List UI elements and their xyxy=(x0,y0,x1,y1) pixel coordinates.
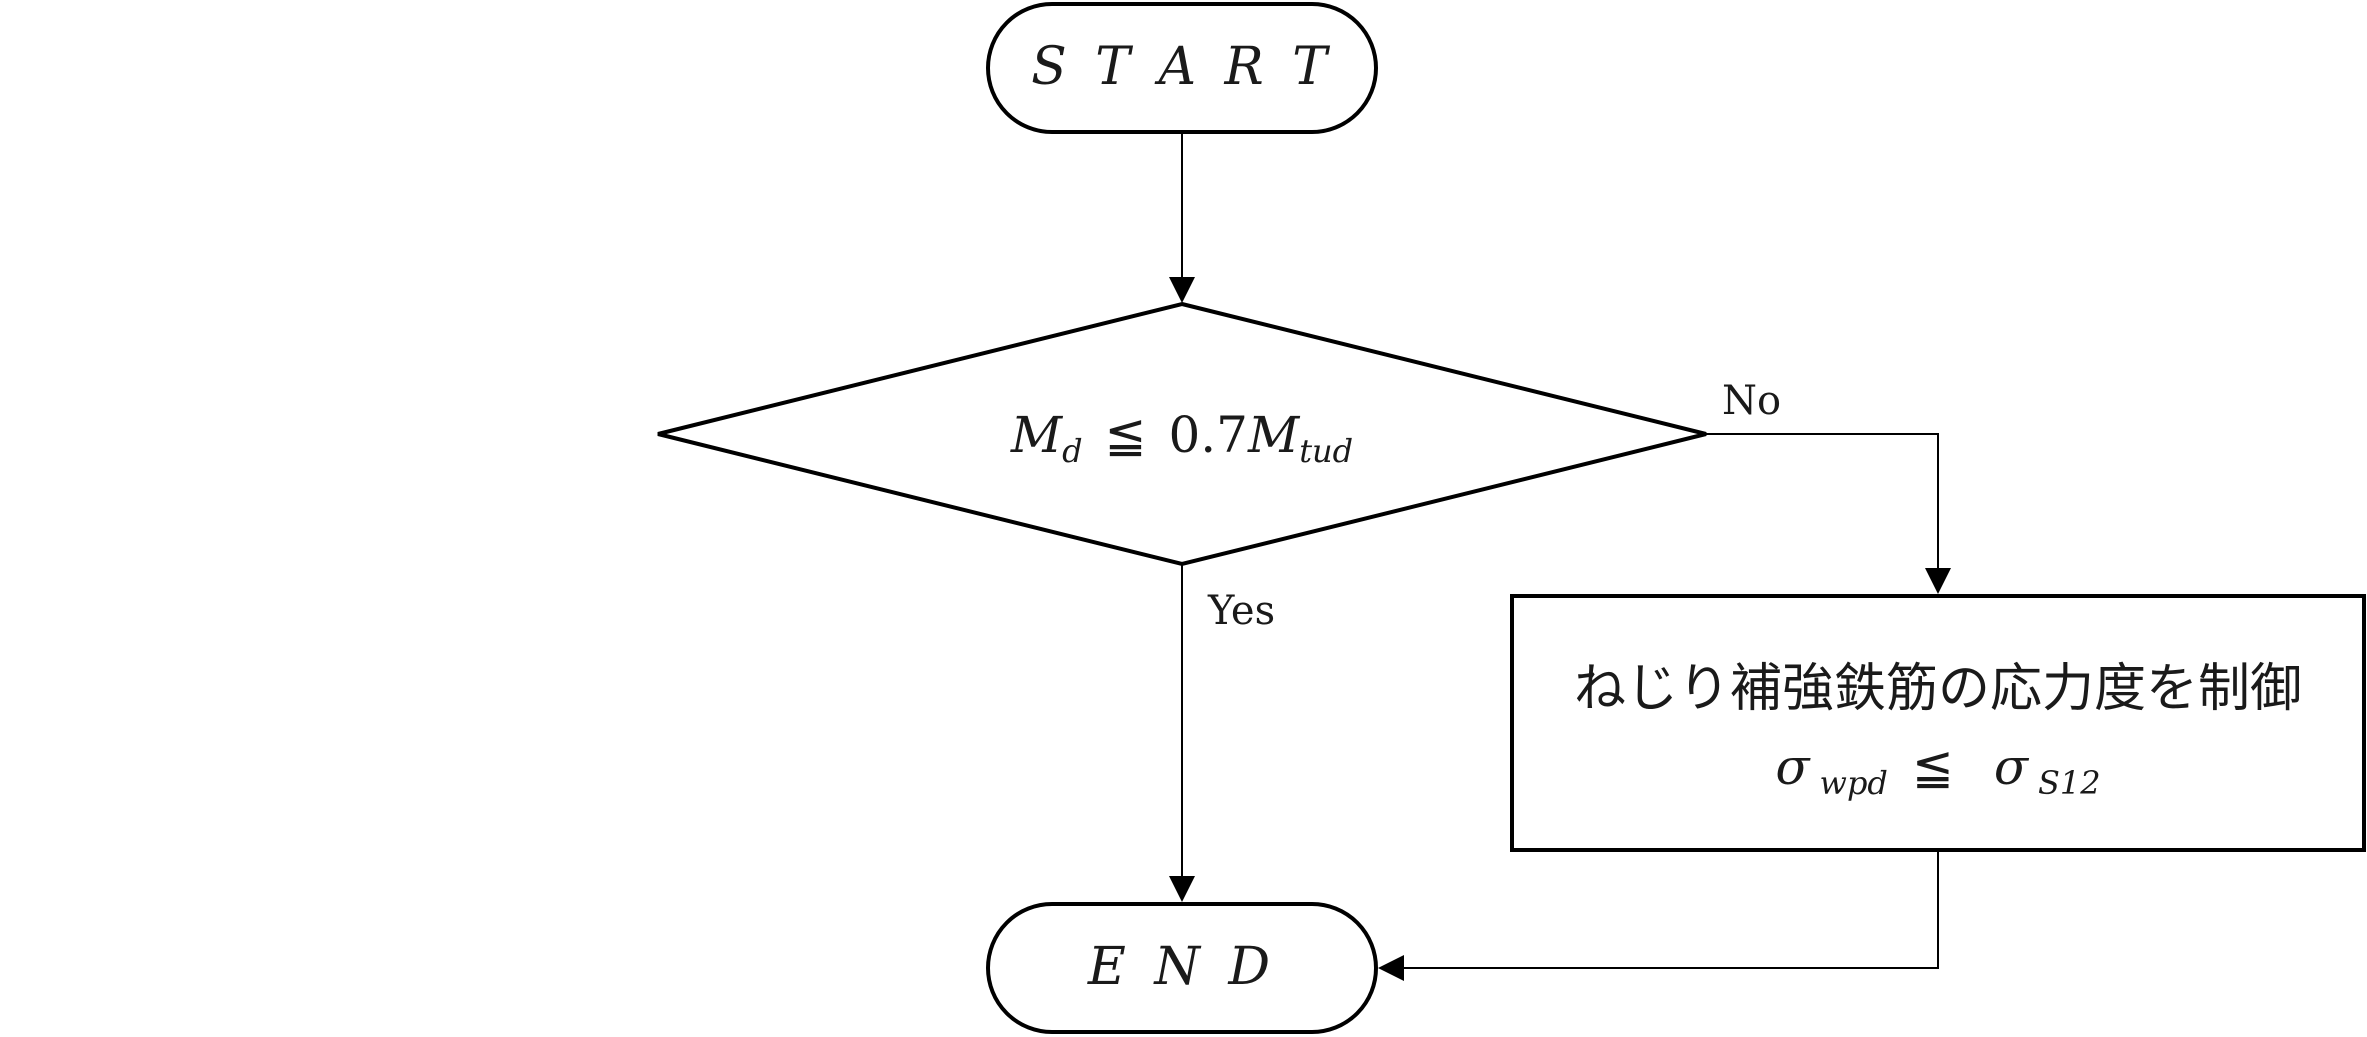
no-label: No xyxy=(1722,378,1781,424)
decision-operator: ≦ xyxy=(1105,406,1147,464)
arrowhead-decision xyxy=(1169,277,1195,303)
decision-condition: Md≦0.7Mtud xyxy=(1010,406,1353,470)
decision-rhs-subscript: tud xyxy=(1299,432,1353,470)
arrowhead-process xyxy=(1925,568,1951,594)
decision-lhs-subscript: d xyxy=(1062,432,1082,470)
arrowhead-end-top xyxy=(1169,876,1195,902)
end-terminal xyxy=(986,902,1378,1034)
process-rhs-symbol: σ xyxy=(1994,738,2030,796)
process-operator: ≦ xyxy=(1912,738,1954,796)
decision-rhs-symbol: M xyxy=(1247,406,1301,464)
process-box xyxy=(1510,594,2366,852)
end-label: E N D xyxy=(1087,937,1276,997)
decision-lhs-symbol: M xyxy=(1010,406,1064,464)
process-title: ねじり補強鉄筋の応力度を制御 xyxy=(1574,659,2302,719)
process-lhs-subscript: wpd xyxy=(1820,764,1888,802)
arrowhead-end-side xyxy=(1378,955,1404,981)
process-rhs-subscript: S12 xyxy=(2038,764,2101,802)
connector-no-to-process xyxy=(1706,433,1939,570)
yes-label: Yes xyxy=(1207,588,1275,634)
decision-coefficient: 0.7 xyxy=(1168,406,1248,464)
start-label: S T A R T xyxy=(1031,37,1333,97)
process-lhs-symbol: σ xyxy=(1775,738,1811,796)
connector-process-to-end xyxy=(1404,850,1939,969)
